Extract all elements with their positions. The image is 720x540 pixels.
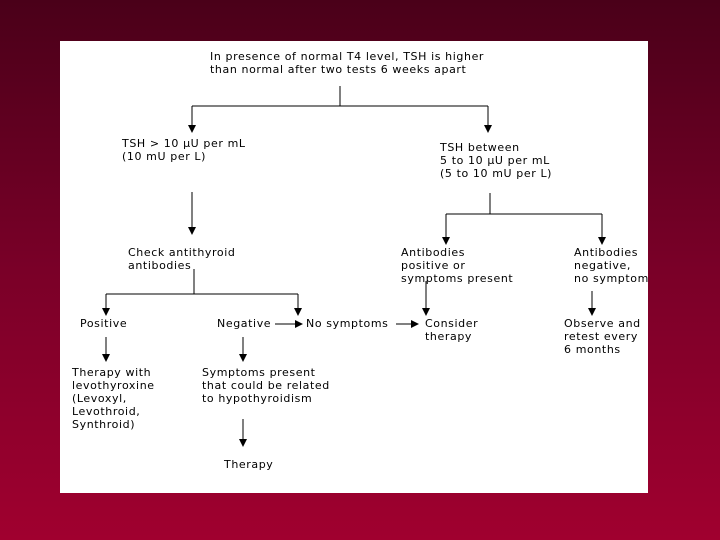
therapy-levothyroxine-node: Therapy with levothyroxine (Levoxyl, Lev…: [72, 366, 155, 431]
therapy-node: Therapy: [224, 458, 274, 471]
tsh-between-node: TSH between 5 to 10 µU per mL (5 to 10 m…: [440, 141, 553, 180]
symptoms-present-node: Symptoms present that could be related t…: [202, 366, 330, 405]
check-antibodies-node: Check antithyroid antibodies: [128, 246, 236, 272]
tsh-high-node: TSH > 10 µU per mL (10 mU per L): [122, 137, 246, 163]
observe-retest-node: Observe and retest every 6 months: [564, 317, 641, 356]
positive-node: Positive: [80, 317, 128, 330]
flowchart-connectors: [102, 86, 606, 447]
antibodies-positive-node: Antibodies positive or symptoms present: [401, 246, 514, 285]
consider-therapy-node: Consider therapy: [425, 317, 479, 343]
root-node: In presence of normal T4 level, TSH is h…: [210, 50, 485, 76]
no-symptoms-node: No symptoms: [306, 317, 389, 330]
flowchart-panel: In presence of normal T4 level, TSH is h…: [60, 41, 648, 493]
antibodies-negative-node: Antibodies negative, no symptoms: [574, 246, 648, 285]
negative-node: Negative: [217, 317, 272, 330]
